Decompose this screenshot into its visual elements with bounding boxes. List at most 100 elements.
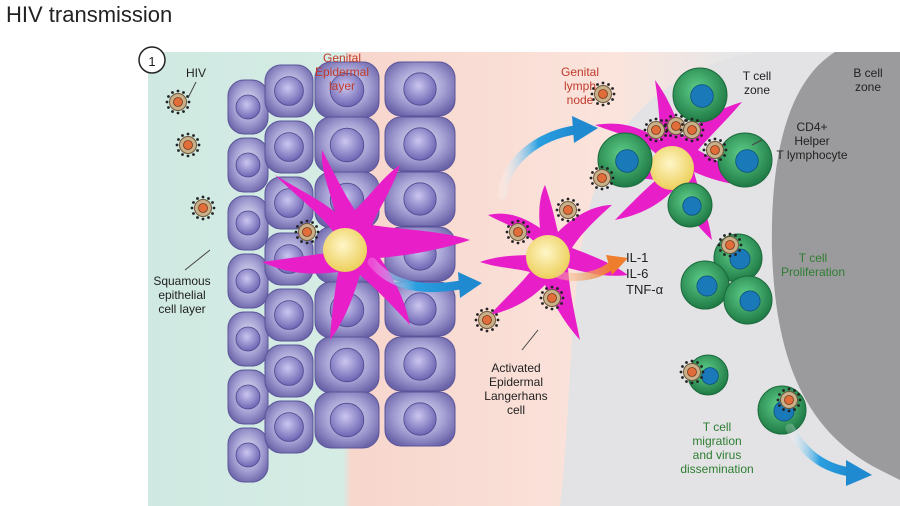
svg-text:zone: zone bbox=[744, 83, 770, 97]
svg-text:zone: zone bbox=[855, 80, 881, 94]
epithelial-cell bbox=[227, 427, 269, 483]
svg-text:node: node bbox=[567, 93, 594, 107]
step-number: 1 bbox=[148, 54, 155, 69]
svg-text:cell layer: cell layer bbox=[158, 302, 205, 316]
b-cell-zone bbox=[771, 52, 900, 480]
cd4-leader bbox=[751, 139, 763, 146]
epithelial-cell bbox=[264, 176, 314, 230]
hiv-virion bbox=[190, 195, 216, 221]
svg-text:Squamous: Squamous bbox=[153, 274, 210, 288]
squamous-label: Squamous epithelial cell layer bbox=[153, 274, 210, 316]
hiv-virion bbox=[679, 359, 705, 385]
cytokine-arrow-head bbox=[606, 255, 628, 275]
dissemination-arrow-head bbox=[846, 460, 872, 486]
langerhans-cell-epidermis bbox=[262, 150, 470, 340]
t-cell bbox=[687, 354, 729, 396]
epithelial-cell bbox=[264, 64, 314, 118]
svg-text:and virus: and virus bbox=[693, 448, 742, 462]
squamous-leader bbox=[184, 249, 211, 271]
epithelial-cell bbox=[227, 79, 269, 135]
hiv-virion bbox=[679, 117, 705, 143]
hiv-virion bbox=[643, 117, 669, 143]
t-cell bbox=[723, 275, 773, 325]
hiv-virion bbox=[702, 137, 728, 163]
hiv-label: HIV bbox=[186, 66, 206, 80]
step-number-circle bbox=[138, 46, 166, 74]
svg-text:T cell: T cell bbox=[743, 69, 771, 83]
svg-text:Genital: Genital bbox=[561, 65, 599, 79]
svg-text:IL-6: IL-6 bbox=[626, 266, 648, 281]
hiv-virion bbox=[294, 219, 320, 245]
cytokines-label: IL-1 IL-6 TNF-α bbox=[626, 250, 664, 297]
epithelial-cell bbox=[384, 116, 456, 172]
langerhans-leader bbox=[521, 329, 539, 351]
t-cell bbox=[680, 260, 730, 310]
hiv-virion bbox=[505, 219, 531, 245]
epithelial-cell bbox=[314, 391, 380, 449]
svg-text:cell: cell bbox=[507, 403, 525, 417]
b-cell-zone-label: B cell zone bbox=[853, 66, 882, 94]
svg-text:migration: migration bbox=[692, 434, 741, 448]
page-title: HIV transmission bbox=[6, 2, 173, 27]
migration-arrow-1 bbox=[367, 257, 465, 293]
epithelial-cell bbox=[227, 195, 269, 251]
epithelial-cell bbox=[264, 400, 314, 454]
epithelial-cell bbox=[314, 116, 380, 174]
genital-epidermal-label: Genital Epidermal layer bbox=[315, 51, 369, 93]
genital-lymph-label: Genital lymph node bbox=[561, 65, 599, 107]
t-cell bbox=[672, 67, 728, 123]
svg-text:Langerhans: Langerhans bbox=[484, 389, 547, 403]
epithelial-cell bbox=[384, 61, 456, 117]
epithelial-cell bbox=[314, 336, 380, 394]
svg-text:T cell: T cell bbox=[799, 251, 827, 265]
svg-text:layer: layer bbox=[329, 79, 355, 93]
hiv-virions bbox=[165, 81, 802, 413]
hiv-virion bbox=[590, 81, 616, 107]
svg-text:T lymphocyte: T lymphocyte bbox=[776, 148, 847, 162]
epithelial-cell bbox=[264, 288, 314, 342]
hiv-virion bbox=[717, 232, 743, 258]
svg-text:Epidermal: Epidermal bbox=[315, 65, 369, 79]
svg-text:Helper: Helper bbox=[794, 134, 829, 148]
cytokine-arrow bbox=[556, 261, 616, 281]
t-cell bbox=[667, 182, 713, 228]
cd4-label: CD4+ Helper T lymphocyte bbox=[776, 120, 847, 162]
svg-text:TNF-α: TNF-α bbox=[626, 282, 664, 297]
migration-arrow-1-head bbox=[458, 272, 482, 298]
t-cell bbox=[717, 132, 773, 188]
svg-text:T cell: T cell bbox=[703, 420, 731, 434]
epithelial-cell bbox=[314, 61, 380, 119]
svg-text:epithelial: epithelial bbox=[158, 288, 205, 302]
hiv-virion bbox=[555, 197, 581, 223]
langerhans-label: Activated Epidermal Langerhans cell bbox=[484, 361, 547, 417]
svg-text:B cell: B cell bbox=[853, 66, 882, 80]
hiv-virion bbox=[539, 285, 565, 311]
dissemination-arrow bbox=[785, 423, 855, 477]
svg-text:Genital: Genital bbox=[323, 51, 361, 65]
epithelial-cell bbox=[227, 311, 269, 367]
epithelial-cell bbox=[384, 391, 456, 447]
hiv-virion bbox=[589, 165, 615, 191]
svg-text:Activated: Activated bbox=[491, 361, 540, 375]
svg-text:CD4+: CD4+ bbox=[796, 120, 827, 134]
t-cell-proliferation-label: T cell Proliferation bbox=[781, 251, 845, 279]
lymph-arrow-head bbox=[572, 116, 598, 143]
epithelial-cell bbox=[264, 344, 314, 398]
epithelial-cell bbox=[227, 253, 269, 309]
hiv-virion bbox=[165, 89, 191, 115]
hiv-virion bbox=[175, 132, 201, 158]
epithelial-cell bbox=[227, 137, 269, 193]
t-cell-zone-label: T cell zone bbox=[743, 69, 771, 97]
epithelial-cell bbox=[384, 281, 456, 337]
hiv-virion bbox=[474, 307, 500, 333]
svg-text:lymph: lymph bbox=[564, 79, 596, 93]
svg-text:Epidermal: Epidermal bbox=[489, 375, 543, 389]
svg-text:Proliferation: Proliferation bbox=[781, 265, 845, 279]
epithelial-cell bbox=[264, 120, 314, 174]
migration-label: T cell migration and virus dissemination bbox=[680, 420, 753, 476]
epithelial-cell bbox=[384, 171, 456, 227]
t-cells bbox=[597, 67, 807, 435]
svg-text:IL-1: IL-1 bbox=[626, 250, 648, 265]
epithelial-cell bbox=[227, 369, 269, 425]
